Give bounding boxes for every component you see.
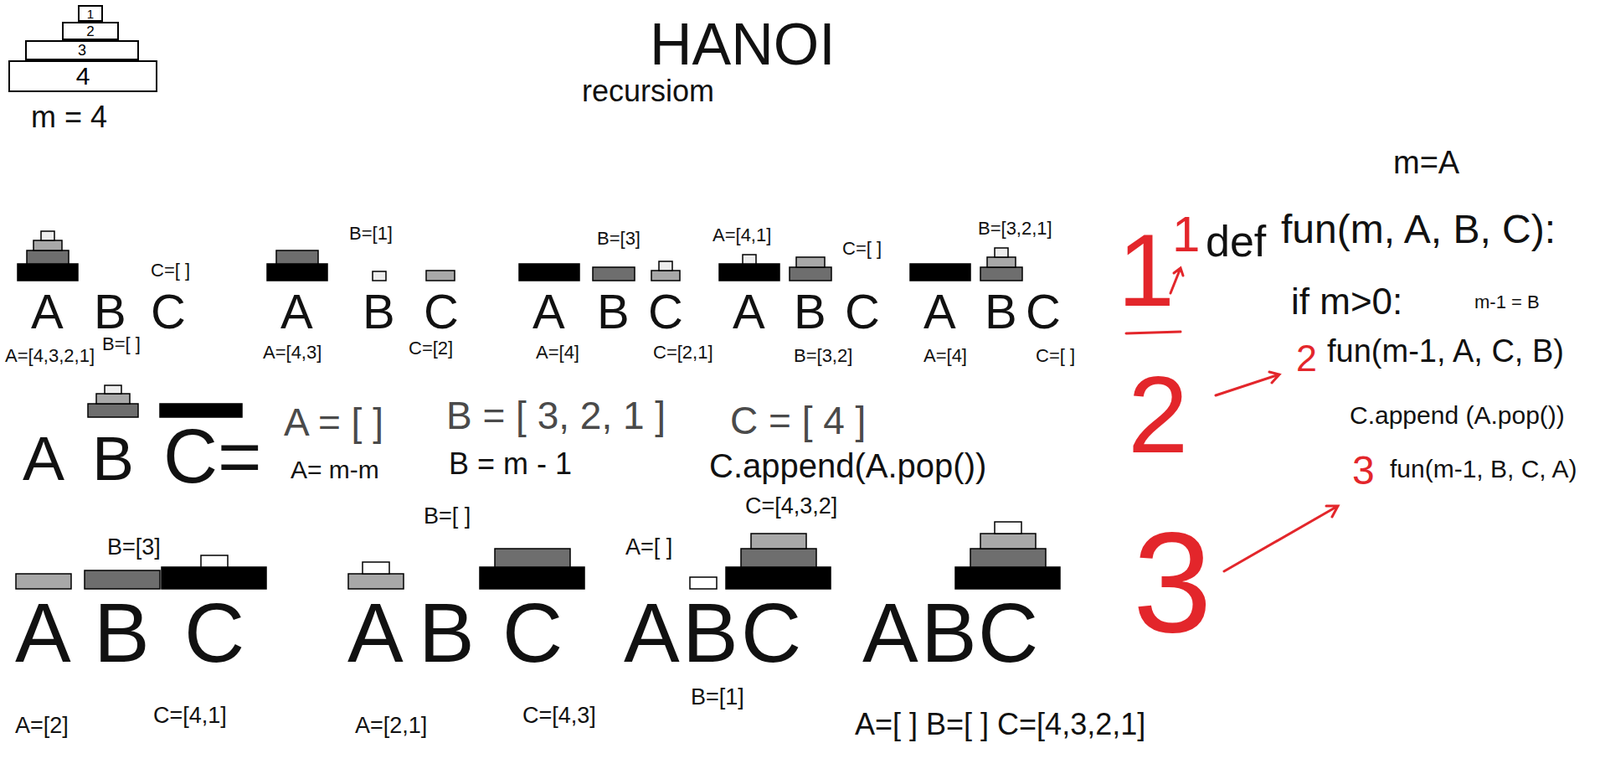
peg-label: C: [977, 590, 1039, 674]
stack-state: B=[3,2,1]: [977, 219, 1053, 238]
step-number: 1: [1172, 209, 1200, 260]
peg-label: C: [423, 287, 459, 336]
stack-state: B=[ ]: [423, 504, 471, 528]
stack-state: C=[2,1]: [653, 343, 714, 362]
peg-label: B: [984, 287, 1018, 336]
stack-state: A = [ ]: [283, 402, 384, 442]
tower-disk: 1: [77, 5, 103, 22]
note: m=A: [1393, 146, 1460, 179]
code-line: fun(m, A, B, C):: [1281, 209, 1556, 250]
stack-state: A=[2]: [15, 714, 69, 737]
step-number: 3: [1132, 510, 1213, 654]
stack-state: C=[4,3,2]: [745, 494, 838, 518]
stack-state: B=[ ]: [102, 334, 141, 354]
step-number: 3: [1352, 450, 1375, 491]
disk-count: m = 4: [30, 102, 108, 133]
stack-state: C=[ ]: [842, 239, 882, 258]
peg-label: A: [280, 287, 314, 336]
code-line: C.append (A.pop()): [1349, 402, 1565, 428]
peg-label: B: [93, 287, 127, 336]
stack-state: C=[2]: [408, 339, 453, 358]
stack-state: C=[ ]: [150, 261, 191, 280]
note: A= m-m: [290, 457, 380, 483]
peg-label: A: [623, 590, 680, 674]
disk-number: 4: [76, 63, 91, 89]
stack-state: B=[1]: [349, 224, 393, 243]
stack-state: A=[ ] B=[ ] C=[4,3,2,1]: [854, 709, 1146, 740]
code-line: def: [1205, 219, 1266, 263]
stack-state: B = [ 3, 2, 1 ]: [446, 396, 666, 435]
stack-state: B=[3]: [107, 535, 161, 559]
peg-label: B: [92, 427, 134, 490]
stack-state: C = [ 4 ]: [730, 401, 866, 440]
peg-label: B: [418, 590, 475, 674]
code-line: fun(m-1, A, C, B): [1327, 334, 1564, 367]
step-number: 2: [1296, 339, 1318, 377]
peg-label: A: [22, 427, 65, 490]
stack-state: A=[ ]: [625, 535, 673, 559]
disk-number: 3: [77, 42, 87, 58]
step-number: 2: [1127, 360, 1189, 469]
disk-number: 2: [86, 24, 94, 39]
stack-state: A=[2,1]: [354, 714, 428, 737]
stack-state: B=[3,2]: [793, 346, 853, 366]
peg-label: C: [184, 590, 245, 674]
stack-state: C=[4,3]: [522, 704, 597, 727]
peg-label: B: [93, 590, 150, 674]
note: m-1 = B: [1474, 293, 1540, 312]
tower-disk: 4: [8, 60, 158, 93]
step-number: 1: [1117, 219, 1175, 322]
peg-label: C: [150, 287, 186, 336]
stack-state: C=[4,1]: [153, 704, 227, 727]
code-line: if m>0:: [1291, 282, 1403, 320]
stack-state: B=[3]: [596, 229, 641, 248]
stack-state: C=[ ]: [1035, 346, 1076, 366]
tower-disk: 2: [61, 21, 119, 41]
peg-label: A: [15, 590, 72, 674]
peg-label: A: [862, 590, 919, 674]
diagram-title: HANOI: [649, 15, 836, 74]
peg-label: A: [30, 287, 64, 336]
note: B = m - 1: [448, 448, 572, 479]
stack-state: A=[4,3,2,1]: [5, 346, 95, 366]
stack-state: B=[1]: [690, 685, 745, 709]
peg-label: C: [502, 590, 563, 674]
stack-state: A=[4,1]: [712, 226, 772, 245]
peg-label: A: [347, 590, 404, 674]
code-line: fun(m-1, B, C, A): [1389, 456, 1577, 482]
tower-disk: 3: [25, 40, 139, 61]
peg-label: C=: [163, 418, 263, 494]
peg-label: B: [362, 287, 396, 336]
peg-label: B: [920, 590, 978, 674]
peg-label: C: [1025, 287, 1061, 336]
peg-label: A: [732, 287, 766, 336]
peg-label: A: [532, 287, 566, 336]
peg-label: A: [923, 287, 957, 336]
peg-label: B: [793, 287, 827, 336]
stack-state: A=[4,3]: [262, 343, 322, 362]
note: C.append(A.pop()): [709, 448, 987, 483]
peg-label: B: [596, 287, 630, 336]
peg-label: B: [682, 590, 739, 674]
disk-stacks: [15, 231, 1060, 589]
stack-state: A=[4]: [535, 343, 580, 362]
peg-label: C: [740, 590, 802, 674]
peg-label: C: [648, 287, 684, 336]
subtitle: recursiom: [581, 76, 715, 107]
stack-state: A=[4]: [923, 346, 968, 366]
peg-label: C: [844, 287, 880, 336]
disk-number: 1: [87, 7, 94, 21]
